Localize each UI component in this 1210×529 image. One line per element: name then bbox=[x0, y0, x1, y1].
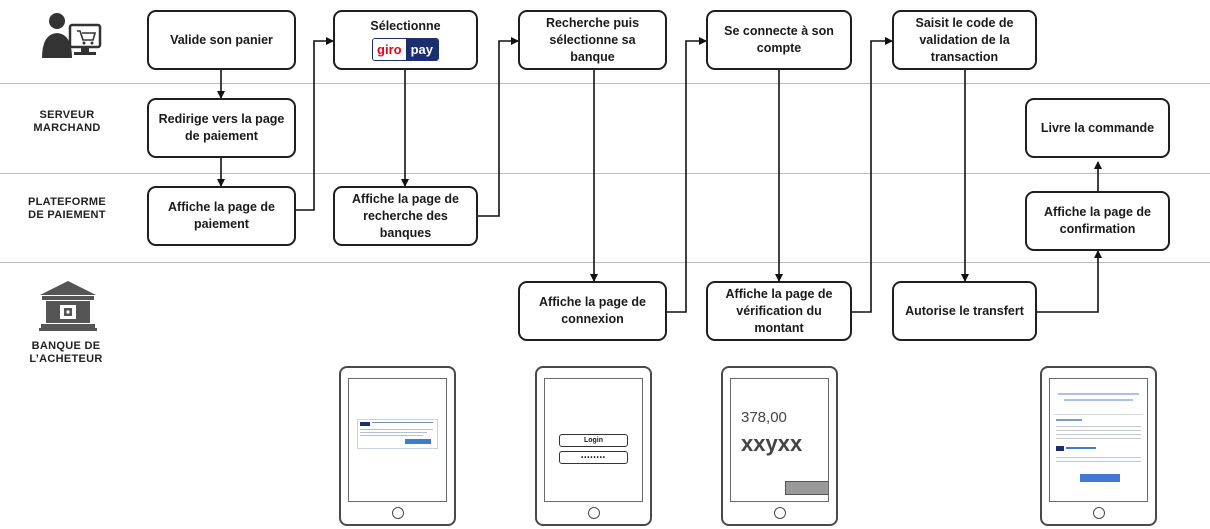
step-recherche-banque: Recherche puis sélectionne sa banque bbox=[518, 10, 667, 70]
tablet-home-button bbox=[391, 507, 404, 519]
step-label: Affiche la page de connexion bbox=[539, 295, 646, 326]
tablet-screen bbox=[1049, 378, 1148, 502]
bank-building-icon bbox=[38, 280, 98, 332]
step-label: Autorise le transfert bbox=[905, 303, 1024, 318]
step-label: Recherche puis sélectionne sa banque bbox=[545, 15, 640, 64]
step-livre-commande: Livre la commande bbox=[1025, 98, 1170, 158]
step-affiche-verification: Affiche la page de vérification du monta… bbox=[706, 281, 852, 341]
step-label: Redirige vers la page de paiement bbox=[158, 112, 285, 143]
step-label: Sélectionne bbox=[370, 19, 441, 33]
step-label: Saisit le code de validation de la trans… bbox=[915, 15, 1014, 64]
tablet-confirmation-screen bbox=[1040, 366, 1157, 526]
tablet-home-button bbox=[773, 507, 786, 519]
arrow-autorise-to-confirmation bbox=[1037, 250, 1102, 313]
tablet-screen: 378,00 xxyxx bbox=[730, 378, 829, 502]
lane-label-banque: BANQUE DE L’ACHETEUR bbox=[18, 340, 114, 366]
tablet-amount-screen: 378,00 xxyxx bbox=[721, 366, 838, 526]
tablet-login-screen: Login •••••••• bbox=[535, 366, 652, 526]
login-field: Login bbox=[559, 434, 628, 447]
password-mask: •••••••• bbox=[581, 454, 606, 461]
arrow-paiement-to-selectionne bbox=[296, 37, 334, 211]
lane-label-text: SERVEUR MARCHAND bbox=[33, 109, 101, 134]
step-se-connecte: Se connecte à son compte bbox=[706, 10, 852, 70]
step-label: Affiche la page de recherche des banques bbox=[352, 191, 459, 240]
password-field: •••••••• bbox=[559, 451, 628, 464]
login-label: Login bbox=[583, 437, 604, 444]
arrow-connexion-to-connecte bbox=[667, 37, 707, 313]
step-autorise-transfert: Autorise le transfert bbox=[892, 281, 1037, 341]
amount-value: 378,00 bbox=[741, 409, 787, 426]
step-label: Affiche la page de vérification du monta… bbox=[725, 286, 833, 335]
step-label: Se connecte à son compte bbox=[724, 24, 834, 55]
step-label: Livre la commande bbox=[1040, 120, 1155, 135]
step-redirige: Redirige vers la page de paiement bbox=[147, 98, 296, 158]
lane-label-serveur-marchand: SERVEUR MARCHAND bbox=[20, 109, 114, 135]
lane-label-plateforme: PLATEFORME DE PAIEMENT bbox=[14, 196, 120, 222]
tablet-home-button bbox=[1092, 507, 1105, 519]
step-affiche-recherche: Affiche la page de recherche des banques bbox=[333, 186, 478, 246]
lane-label-text: BANQUE DE L’ACHETEUR bbox=[29, 340, 103, 365]
giropay-logo: giro pay bbox=[372, 38, 439, 61]
lane-label-text: PLATEFORME DE PAIEMENT bbox=[28, 196, 106, 221]
shopper-computer-icon bbox=[40, 10, 110, 60]
step-selectionne-giropay: Sélectionne giro pay bbox=[333, 10, 478, 70]
tablet-screen: Login •••••••• bbox=[544, 378, 643, 502]
lane-divider bbox=[0, 262, 1210, 263]
arrow-verification-to-code bbox=[852, 37, 893, 313]
validation-code: xxyxx bbox=[741, 431, 803, 456]
step-affiche-page-paiement: Affiche la page de paiement bbox=[147, 186, 296, 246]
lane-divider bbox=[0, 83, 1210, 84]
step-label: Affiche la page de paiement bbox=[168, 200, 275, 231]
mini-confirm-button bbox=[785, 481, 828, 495]
tablet-giropay-screen bbox=[339, 366, 456, 526]
step-label: Affiche la page de confirmation bbox=[1044, 205, 1151, 236]
tablet-home-button bbox=[587, 507, 600, 519]
giropay-logo-part1: giro bbox=[373, 39, 406, 60]
tablet-screen bbox=[348, 378, 447, 502]
step-affiche-confirmation: Affiche la page de confirmation bbox=[1025, 191, 1170, 251]
mini-payment-form bbox=[357, 419, 438, 449]
arrow-recherche-to-banque bbox=[478, 37, 519, 217]
step-affiche-connexion: Affiche la page de connexion bbox=[518, 281, 667, 341]
giropay-logo-part2: pay bbox=[405, 39, 438, 60]
step-saisit-code: Saisit le code de validation de la trans… bbox=[892, 10, 1037, 70]
lane-divider bbox=[0, 173, 1210, 174]
step-valide-panier: Valide son panier bbox=[147, 10, 296, 70]
step-label: Valide son panier bbox=[170, 32, 273, 47]
